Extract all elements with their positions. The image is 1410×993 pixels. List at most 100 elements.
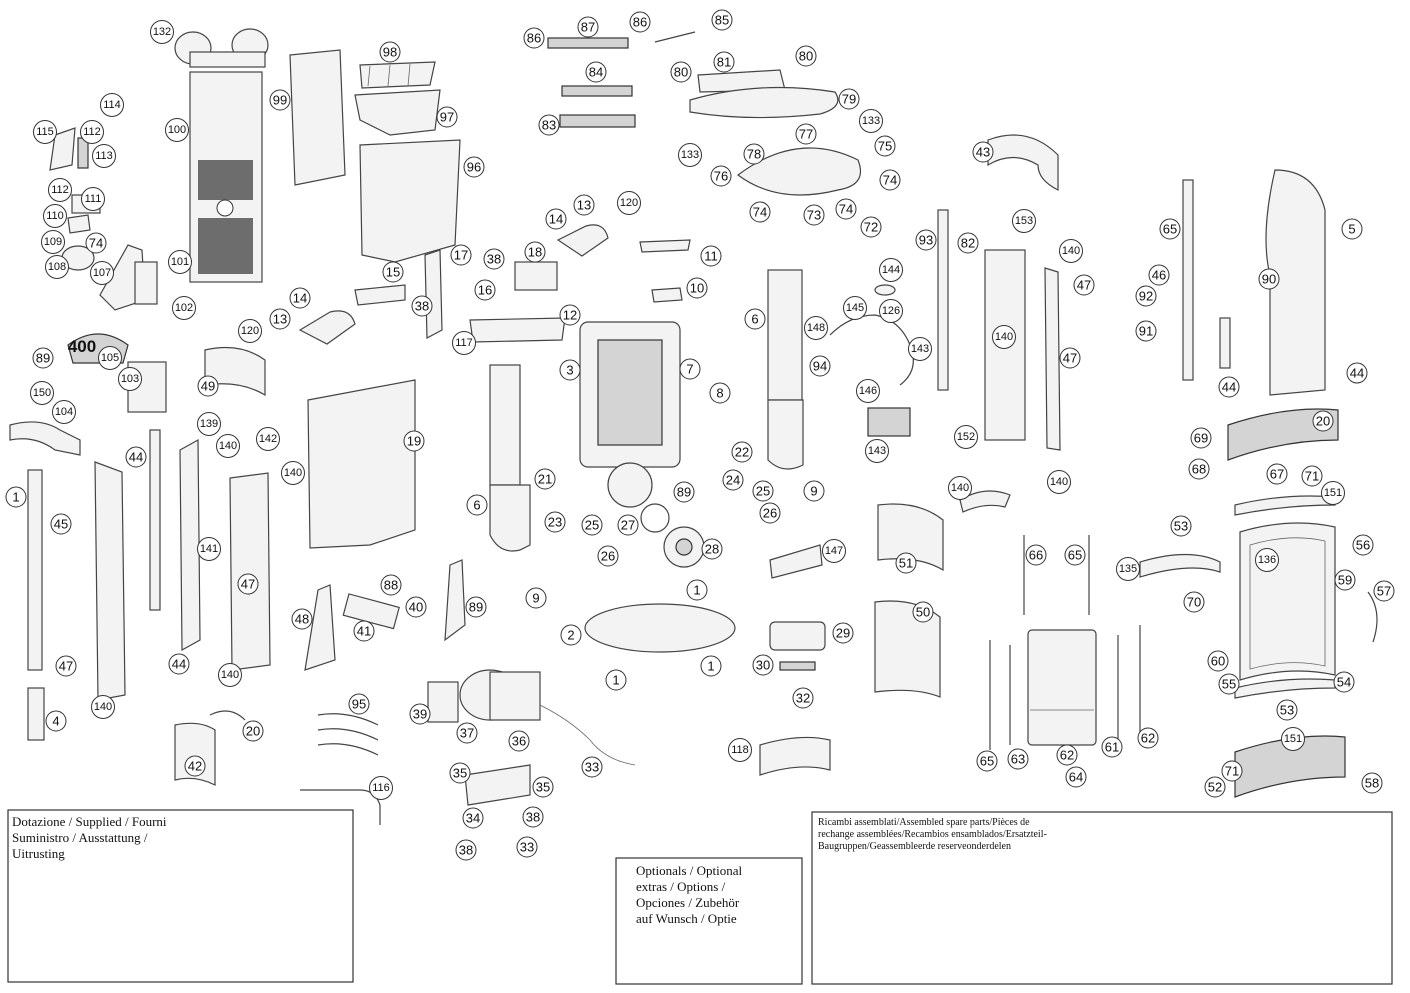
- part-callout-140-label: 140: [995, 331, 1013, 343]
- part-callout-24-label: 24: [726, 473, 740, 488]
- part-callout-151-label: 151: [1284, 733, 1302, 745]
- part-callout-38-label: 38: [459, 843, 473, 858]
- part-callout-52-label: 52: [1208, 780, 1222, 795]
- part-callout-1-label: 1: [12, 490, 19, 505]
- part-callout-107: 107: [90, 261, 114, 285]
- part-callout-29: 29: [832, 622, 854, 644]
- part-callout-62-label: 62: [1141, 731, 1155, 746]
- part-callout-114-label: 114: [103, 99, 121, 111]
- part-callout-16-label: 16: [478, 283, 492, 298]
- part-callout-39: 39: [409, 703, 431, 725]
- part-callout-20-label: 20: [246, 724, 260, 739]
- part-callout-108-label: 108: [48, 261, 66, 273]
- part-callout-35: 35: [449, 762, 471, 784]
- part-callout-110-label: 110: [46, 210, 64, 222]
- part-callout-61-label: 61: [1105, 740, 1119, 755]
- part-callout-89-label: 89: [469, 600, 483, 615]
- part-callout-18: 18: [524, 241, 546, 263]
- part-callout-26-label: 26: [601, 549, 615, 564]
- part-callout-93: 93: [915, 229, 937, 251]
- assembled-title-3: Baugruppen/Geassembleerde reserveonderde…: [818, 841, 1011, 852]
- part-callout-148: 148: [804, 316, 828, 340]
- part-callout-77: 77: [795, 123, 817, 145]
- part-callout-6: 6: [744, 308, 766, 330]
- part-callout-13-label: 13: [577, 198, 591, 213]
- part-callout-21-label: 21: [538, 472, 552, 487]
- part-callout-13-label: 13: [273, 312, 287, 327]
- part-callout-38-label: 38: [415, 299, 429, 314]
- optionals-title-2: extras / Options /: [636, 879, 726, 894]
- part-callout-92: 92: [1135, 285, 1157, 307]
- part-callout-14-label: 14: [549, 212, 563, 227]
- part-callout-148-label: 148: [807, 322, 825, 334]
- part-callout-96-label: 96: [467, 160, 481, 175]
- part-callout-140: 140: [281, 461, 305, 485]
- part-callout-65: 65: [1064, 544, 1086, 566]
- part-callout-65-label: 65: [1163, 222, 1177, 237]
- part-callout-143-label: 143: [868, 445, 886, 457]
- part-callout-35-label: 35: [536, 780, 550, 795]
- part-callout-112-label: 112: [83, 126, 101, 138]
- part-callout-153-label: 153: [1015, 215, 1033, 227]
- supplied-title-2: Suministro / Ausstattung /: [12, 830, 148, 845]
- part-callout-133: 133: [678, 143, 702, 167]
- part-callout-46: 46: [1148, 264, 1170, 286]
- part-callout-150: 150: [30, 381, 54, 405]
- part-callout-97-label: 97: [440, 110, 454, 125]
- part-callout-96: 96: [463, 156, 485, 178]
- part-callout-103: 103: [118, 367, 142, 391]
- part-callout-25-label: 25: [756, 484, 770, 499]
- part-callout-54: 54: [1333, 671, 1355, 693]
- part-callout-59: 59: [1334, 569, 1356, 591]
- assembled-title-2: rechange assemblées/Recambios ensamblado…: [818, 829, 1047, 840]
- part-callout-98-label: 98: [383, 45, 397, 60]
- part-callout-143-label: 143: [911, 343, 929, 355]
- part-callout-17: 17: [450, 244, 472, 266]
- part-callout-120-label: 120: [620, 197, 638, 209]
- part-callout-89: 89: [465, 596, 487, 618]
- part-callout-102-label: 102: [175, 302, 193, 314]
- part-callout-53-label: 53: [1280, 703, 1294, 718]
- part-callout-45-label: 45: [54, 517, 68, 532]
- part-callout-97: 97: [436, 106, 458, 128]
- part-callout-75-label: 75: [878, 139, 892, 154]
- part-callout-45: 45: [50, 513, 72, 535]
- part-callout-11: 11: [700, 245, 722, 267]
- part-callout-118-label: 118: [731, 744, 749, 756]
- part-callout-39-label: 39: [413, 707, 427, 722]
- part-callout-69-label: 69: [1194, 431, 1208, 446]
- part-callout-32-label: 32: [796, 691, 810, 706]
- part-callout-83-label: 83: [542, 118, 556, 133]
- part-callout-7-label: 7: [686, 362, 693, 377]
- part-callout-40-label: 40: [409, 600, 423, 615]
- part-callout-47: 47: [237, 573, 259, 595]
- part-callout-41-label: 41: [357, 624, 371, 639]
- part-callout-23-label: 23: [548, 515, 562, 530]
- part-callout-2: 2: [560, 624, 582, 646]
- part-callout-61: 61: [1101, 736, 1123, 758]
- part-callout-15: 15: [382, 261, 404, 283]
- part-callout-11-label: 11: [704, 249, 718, 264]
- part-callout-46-label: 46: [1152, 268, 1166, 283]
- part-callout-34-label: 34: [466, 811, 480, 826]
- part-callout-38-label: 38: [526, 810, 540, 825]
- part-callout-38: 38: [522, 806, 544, 828]
- part-callout-112: 112: [48, 178, 72, 202]
- part-callout-71: 71: [1301, 465, 1323, 487]
- part-callout-3: 3: [559, 359, 581, 381]
- part-callout-140: 140: [1047, 470, 1071, 494]
- part-callout-42: 42: [184, 755, 206, 777]
- part-callout-117-label: 117: [455, 337, 473, 349]
- part-callout-74-label: 74: [89, 236, 103, 251]
- part-callout-84-label: 84: [589, 65, 603, 80]
- part-callout-64: 64: [1065, 766, 1087, 788]
- part-callout-33-label: 33: [520, 840, 534, 855]
- part-callout-49-label: 49: [201, 379, 215, 394]
- part-callout-36: 36: [508, 730, 530, 752]
- part-callout-146-label: 146: [859, 385, 877, 397]
- part-callout-143: 143: [865, 439, 889, 463]
- part-callout-44: 44: [168, 653, 190, 675]
- part-callout-44-label: 44: [1350, 366, 1364, 381]
- part-callout-80-label: 80: [799, 49, 813, 64]
- part-callout-69: 69: [1190, 427, 1212, 449]
